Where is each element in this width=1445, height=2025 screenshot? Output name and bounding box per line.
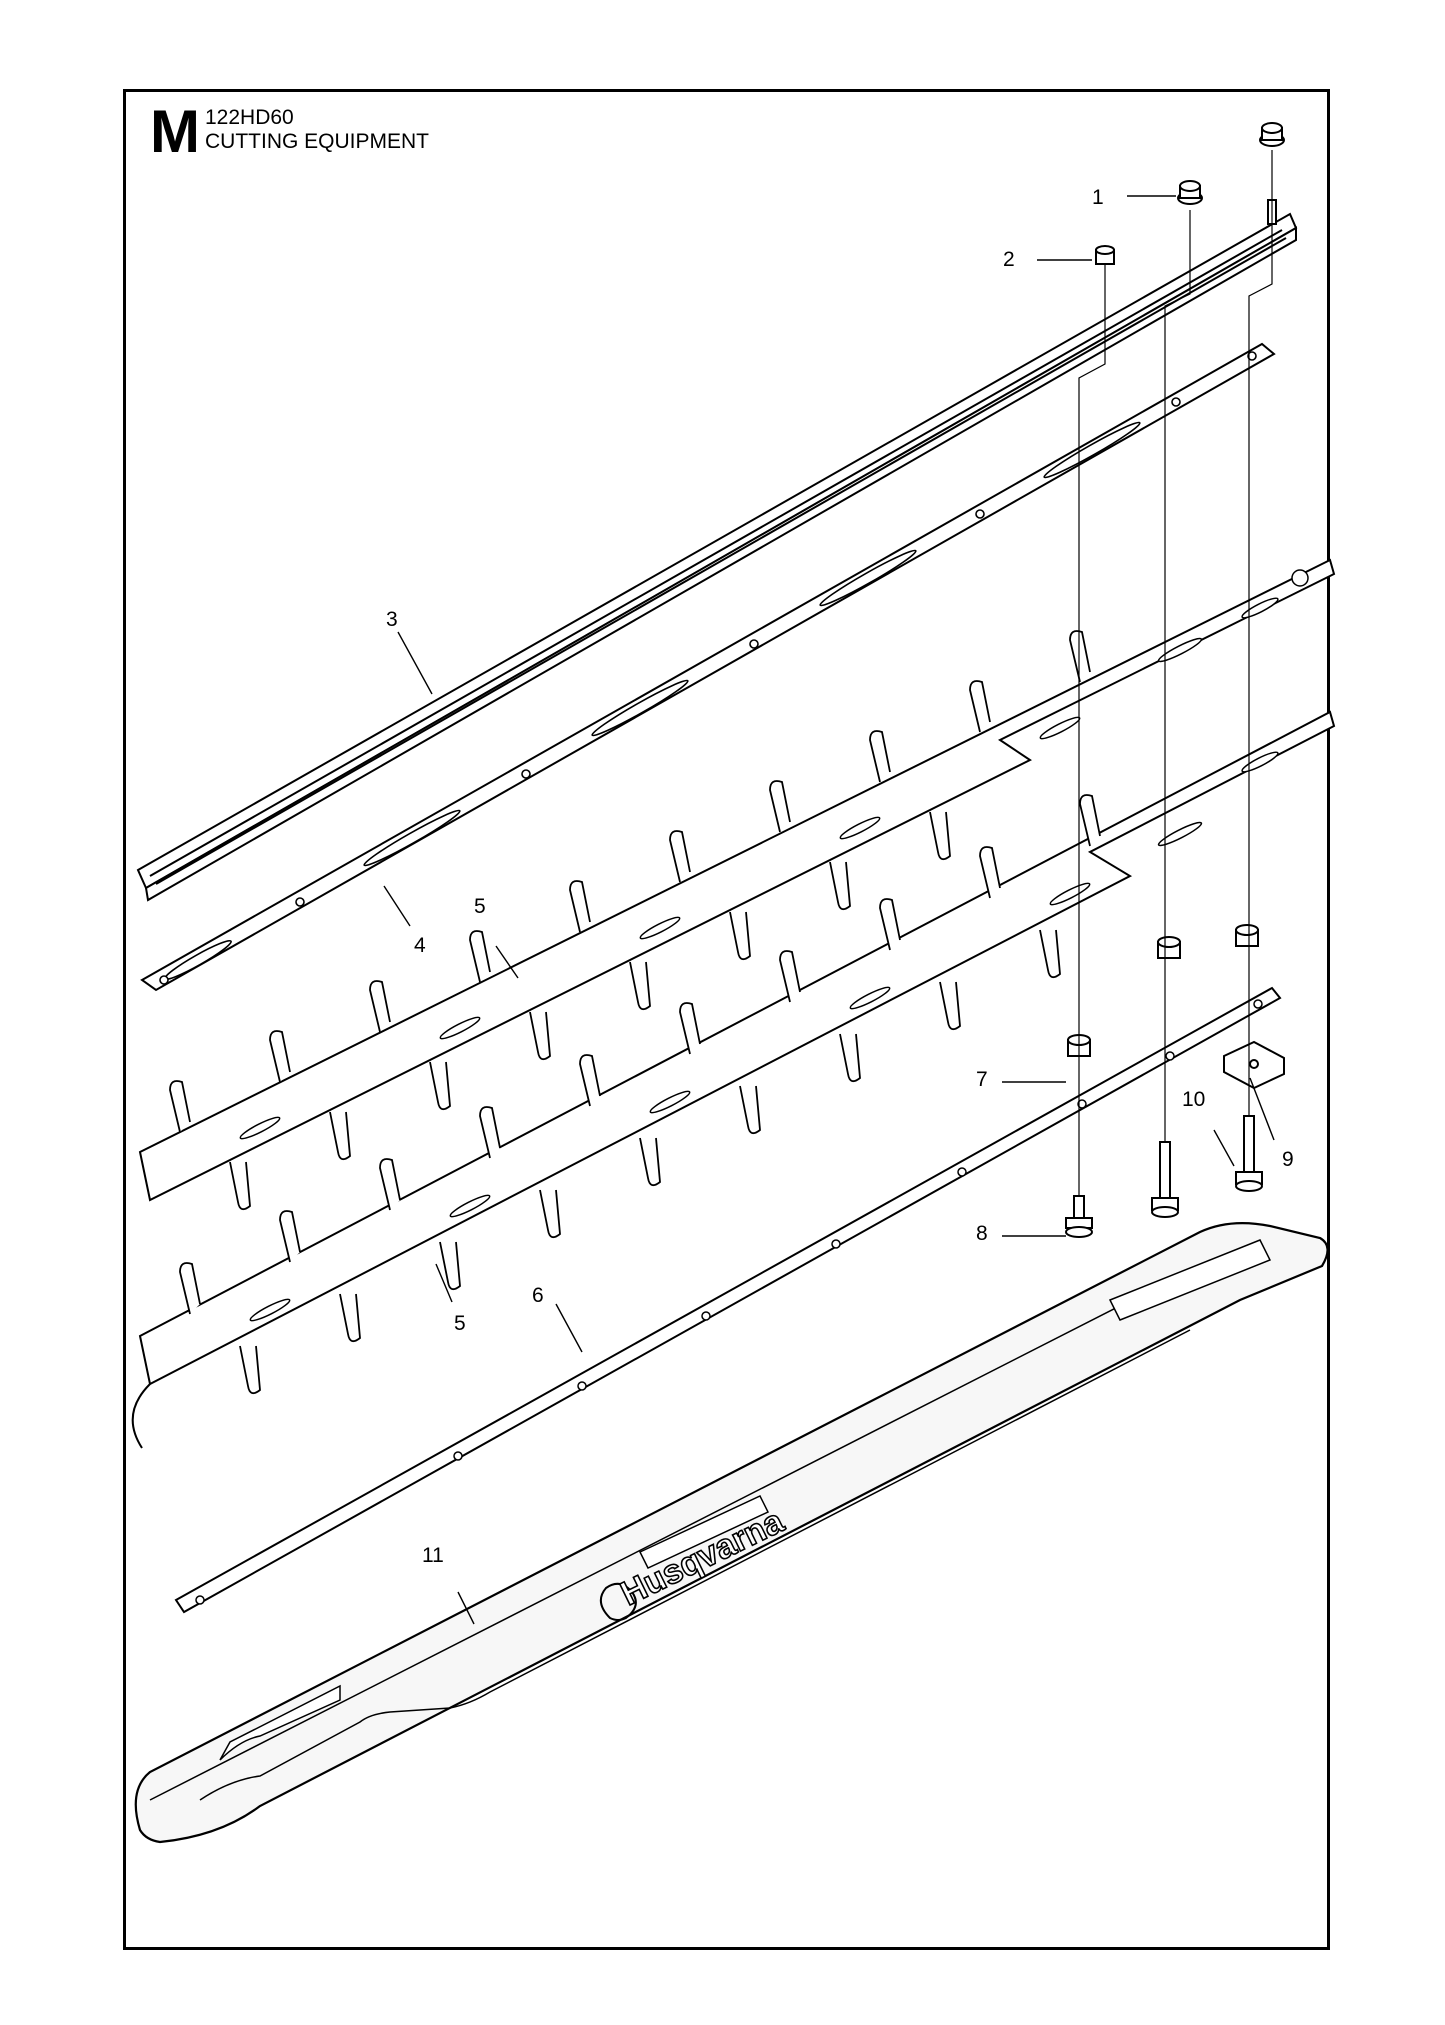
leader-lines — [383, 195, 1275, 1625]
bracket — [1223, 1040, 1285, 1090]
nut-2 — [1095, 245, 1115, 265]
callout-2: 2 — [1003, 248, 1015, 271]
callout-8: 8 — [976, 1222, 988, 1245]
callout-10: 10 — [1182, 1088, 1206, 1111]
callout-4: 4 — [414, 934, 426, 957]
callout-1: 1 — [1092, 186, 1104, 209]
long-bolt-middle — [1151, 1141, 1179, 1218]
page-title: CUTTING EQUIPMENT — [205, 130, 429, 153]
upper-blade — [138, 558, 1336, 1211]
lower-plate — [174, 986, 1282, 1614]
callout-7: 7 — [976, 1068, 988, 1091]
callout-5-upper: 5 — [474, 895, 486, 918]
model-number: 122HD60 — [205, 106, 294, 129]
callout-3: 3 — [386, 608, 398, 631]
blade-cover: Husqvarna — [134, 1222, 1329, 1844]
assembly-lines — [1078, 150, 1273, 1196]
callout-5-lower: 5 — [454, 1312, 466, 1335]
flange-nut-1 — [1177, 180, 1203, 205]
screw-8 — [1065, 1195, 1093, 1238]
square-nut-middle — [1157, 936, 1181, 959]
section-letter: M — [150, 98, 200, 165]
square-nut-right — [1235, 924, 1259, 947]
callout-11: 11 — [422, 1544, 444, 1567]
lower-blade — [131, 710, 1336, 1449]
top-flange-nut — [1259, 122, 1285, 147]
bolt-10 — [1235, 1115, 1263, 1192]
bolts — [1065, 1115, 1263, 1238]
diagram-frame — [123, 89, 1330, 1950]
nuts — [1067, 122, 1285, 1057]
callout-6: 6 — [532, 1284, 544, 1307]
slotted-plate — [140, 342, 1276, 992]
guide-rail — [136, 199, 1298, 902]
callout-9: 9 — [1282, 1148, 1294, 1171]
